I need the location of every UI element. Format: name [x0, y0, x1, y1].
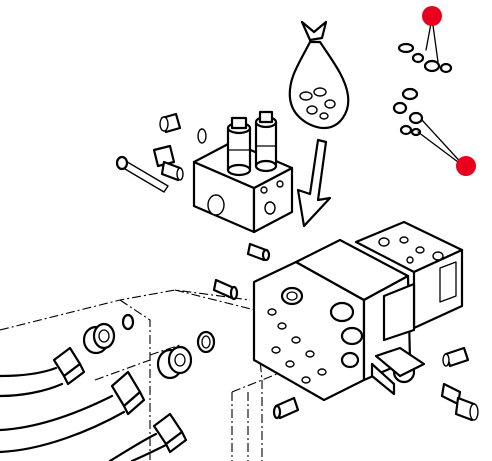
insertion-arrow	[296, 138, 332, 228]
o-rings-top	[397, 17, 453, 74]
mounting-bolt	[115, 155, 169, 193]
seal-kit-callout-bottom	[456, 156, 476, 176]
seal-kit-bag	[288, 20, 350, 130]
assembly-guide-lines	[0, 289, 283, 461]
straight-fitting	[159, 112, 207, 144]
seal-kit-callout-top	[422, 6, 442, 26]
right-plugs	[440, 346, 479, 422]
elbow-fitting	[152, 144, 184, 182]
solenoid-valve-block	[192, 110, 294, 234]
o-rings-bottom	[392, 87, 467, 169]
hydraulic-hoses	[0, 346, 188, 461]
pipe-fittings	[82, 242, 300, 420]
main-control-valve	[252, 220, 464, 402]
